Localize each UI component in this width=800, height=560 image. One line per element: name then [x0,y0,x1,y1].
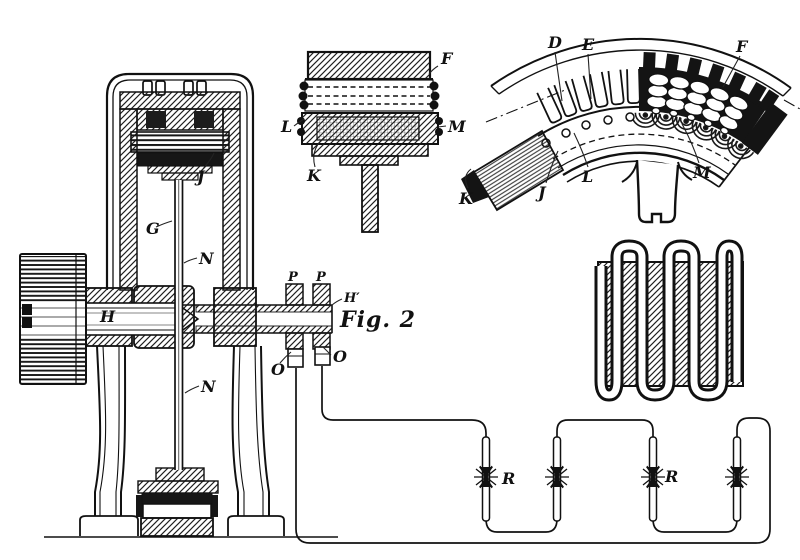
detail-pedestal-step2 [339,155,399,166]
shaft [83,301,333,337]
segment-labels: D E F K J L M [458,33,749,208]
section-line-right [783,99,800,110]
label-n-lower: N [200,377,217,396]
wire-return [295,368,771,544]
foot-right [227,515,285,536]
wire-feed [321,366,487,439]
label-l-detail: L [280,117,292,136]
label-p-left: P [287,270,299,285]
label-m-segment: M [692,163,712,182]
outer-arc [490,37,792,89]
figure-caption: Fig. 2 [339,307,416,333]
label-o-right: O [333,347,347,366]
lamp-1 [474,436,498,522]
terminal-tubes [287,346,331,368]
wire-lamp3-4 [652,518,738,533]
label-h-shaft: H [99,307,116,326]
detail-mesh-coil [316,116,420,141]
detail-labels: F L M K [280,49,467,185]
detail-pedestal-step1 [311,143,429,157]
foot-left [79,515,139,536]
bracket-step2 [161,172,199,181]
label-m-detail: M [447,117,467,136]
detail-pole-block [306,50,432,81]
machine-cross-section: J G N N H P P H′ O O [19,72,360,538]
sleeve-k [472,129,565,212]
lamp-3 [641,436,665,522]
label-f-segment: F [735,37,749,56]
label-r2: R [664,467,678,486]
label-h-prime: H′ [343,291,360,306]
legs [79,345,285,536]
scallop-coils [630,112,755,160]
collars [285,283,331,350]
label-r1: R [501,469,515,488]
label-g: G [146,219,160,238]
label-n-upper: N [198,249,215,268]
armature-segment: D E F K J L M [458,33,800,224]
casing-inner [112,79,248,290]
label-o-left: O [271,360,285,379]
laminated-block [130,131,230,153]
label-j-machine: J [194,167,206,186]
core-dark-right [194,111,214,128]
section-line-left [485,89,566,123]
label-d-segment: D [547,33,562,52]
rod-n [174,180,184,470]
detail-coil-ends [298,81,440,110]
detail-assembly: F L M K [280,49,467,233]
lamp-4 [725,436,749,522]
resistance-grid [594,239,744,402]
hub-right [213,287,257,347]
label-k-segment: K [458,189,474,208]
lamp-2 [545,436,569,522]
label-f-detail: F [440,49,454,68]
detail-pedestal-stem [361,164,379,233]
casing-outer [105,72,255,290]
field-coils [646,73,749,135]
coil-tabs [642,51,780,113]
core-dark-left [146,111,166,128]
wire-lamp2-3 [556,419,654,440]
bottom-block [136,467,219,537]
segment-stem [635,159,680,224]
serpentine-tube-core [597,242,741,399]
label-l-segment: L [581,167,593,186]
lamp-circuit: R R [295,366,771,544]
label-p-right: P [315,270,327,285]
label-e-segment: E [581,35,595,54]
armature-slots [536,68,641,124]
machine-labels: J G N N H P P H′ O O [99,152,360,396]
coil-band [137,152,223,167]
label-k-detail: K [306,166,322,185]
gear [19,253,87,385]
wire-lamp1-2 [485,518,558,533]
label-j-segment: J [535,183,547,202]
right-end-clamp [741,102,788,155]
band-holes [541,112,635,148]
sleeve-dark-tip [461,170,489,203]
